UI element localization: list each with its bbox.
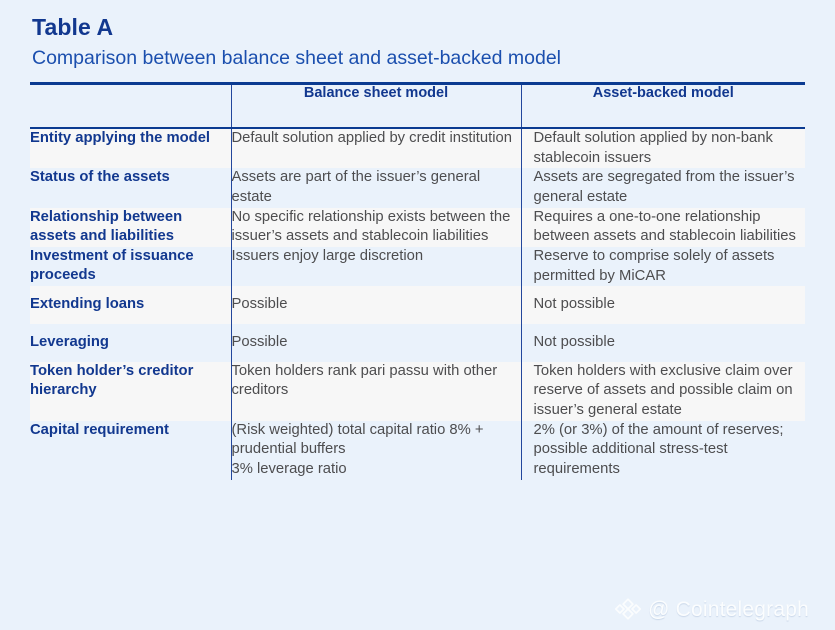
cell-balance-sheet: Possible [230, 286, 521, 325]
cell-balance-sheet: Issuers enjoy large discretion [230, 247, 521, 287]
page-title: Table A [32, 14, 114, 40]
row-feature-label: Extending loans [30, 286, 231, 325]
row-feature-label: Token holder’s creditor hierarchy [30, 361, 231, 421]
cell-asset-backed: Reserve to comprise solely of assets per… [520, 247, 805, 287]
cell-balance-sheet: Assets are part of the issuer’s general … [230, 168, 521, 208]
cell-balance-sheet: No specific relationship exists between … [230, 207, 521, 247]
cointelegraph-diamond-icon [615, 598, 642, 620]
cell-asset-backed: Requires a one-to-one relationship betwe… [520, 207, 805, 247]
table-head: Balance sheet model Asset-backed model [30, 84, 805, 129]
cell-asset-backed: Default solution applied by non-bank sta… [520, 127, 805, 169]
header-cell-feature [30, 84, 231, 129]
cell-asset-backed: Token holders with exclusive claim over … [520, 361, 805, 421]
row-feature-label: Relationship between assets and liabilit… [30, 207, 231, 247]
cell-asset-backed: Not possible [520, 324, 805, 362]
header-cell-balance-sheet: Balance sheet model [230, 84, 521, 129]
title-divider [30, 81, 805, 85]
page-subtitle: Comparison between balance sheet and ass… [32, 46, 561, 69]
row-feature-label: Entity applying the model [30, 127, 231, 169]
table-header-row: Balance sheet model Asset-backed model [30, 84, 805, 129]
cell-balance-sheet: Default solution applied by credit insti… [230, 127, 521, 169]
table-row: Capital requirement(Risk weighted) total… [30, 420, 805, 480]
cell-balance-sheet: (Risk weighted) total capital ratio 8% +… [230, 420, 521, 480]
cell-balance-sheet: Possible [230, 324, 521, 362]
row-feature-label: Status of the assets [30, 168, 231, 208]
header-cell-asset-backed: Asset-backed model [520, 84, 805, 129]
row-feature-label: Investment of issuance proceeds [30, 247, 231, 287]
table-row: Relationship between assets and liabilit… [30, 207, 805, 247]
watermark-text: @ Cointelegraph [648, 597, 809, 621]
cell-asset-backed: Not possible [520, 286, 805, 325]
row-feature-label: Capital requirement [30, 420, 231, 480]
cell-asset-backed: 2% (or 3%) of the amount of reserves; po… [520, 420, 805, 480]
comparison-table: Balance sheet model Asset-backed model E… [30, 84, 805, 480]
cell-balance-sheet: Token holders rank pari passu with other… [230, 361, 521, 421]
cell-asset-backed: Assets are segregated from the issuer’s … [520, 168, 805, 208]
watermark: @ Cointelegraph [615, 596, 809, 622]
title-block: Table A Comparison between balance sheet… [30, 0, 805, 70]
row-feature-label: Leveraging [30, 324, 231, 362]
